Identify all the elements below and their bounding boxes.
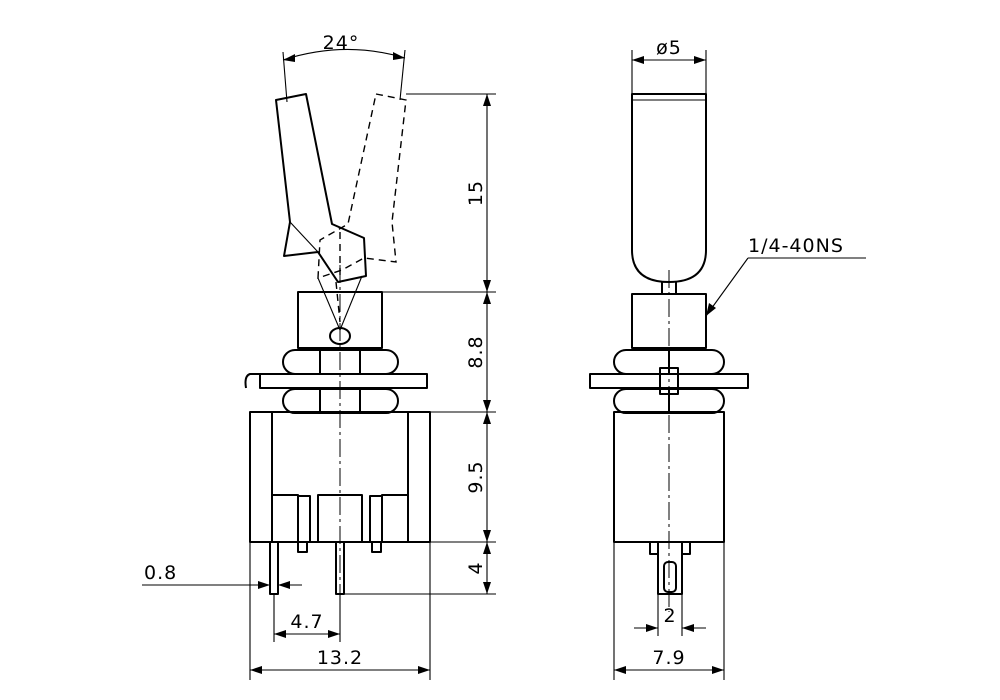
lower-nut-side xyxy=(613,388,725,414)
bushing-height-label: 8.8 xyxy=(465,335,487,368)
lever-height-label: 15 xyxy=(465,180,487,206)
terminal-side xyxy=(649,541,691,595)
body-width-label: 13.2 xyxy=(317,647,363,669)
terminal-thickness-label: 0.8 xyxy=(144,562,177,584)
terminal-length-label: 4 xyxy=(465,561,487,574)
angle-label: 24° xyxy=(323,32,360,54)
terminal-pitch-label: 4.7 xyxy=(290,611,323,633)
body-depth-label: 7.9 xyxy=(652,647,685,669)
pivot-ball xyxy=(329,327,351,345)
washer xyxy=(244,373,428,389)
front-view xyxy=(244,93,431,612)
lever-diameter-label: ø5 xyxy=(656,37,682,59)
side-dimensions: ø5 1/4-40NS 2 7.9 xyxy=(613,37,866,680)
body-height-label: 9.5 xyxy=(465,460,487,493)
front-dimensions: 24° 15 8.8 9.5 4 0.8 4.7 xyxy=(142,32,496,680)
side-view xyxy=(589,93,749,612)
lever-dashed xyxy=(317,93,407,279)
terminal-width-label: 2 xyxy=(663,605,676,627)
thread-spec-label: 1/4-40NS xyxy=(748,235,844,257)
lever-side xyxy=(631,93,707,283)
bushing-side xyxy=(631,293,707,349)
switch-body-front xyxy=(249,411,431,543)
upper-nut-side xyxy=(613,349,725,375)
lever-solid xyxy=(275,93,367,283)
bushing xyxy=(297,291,383,349)
